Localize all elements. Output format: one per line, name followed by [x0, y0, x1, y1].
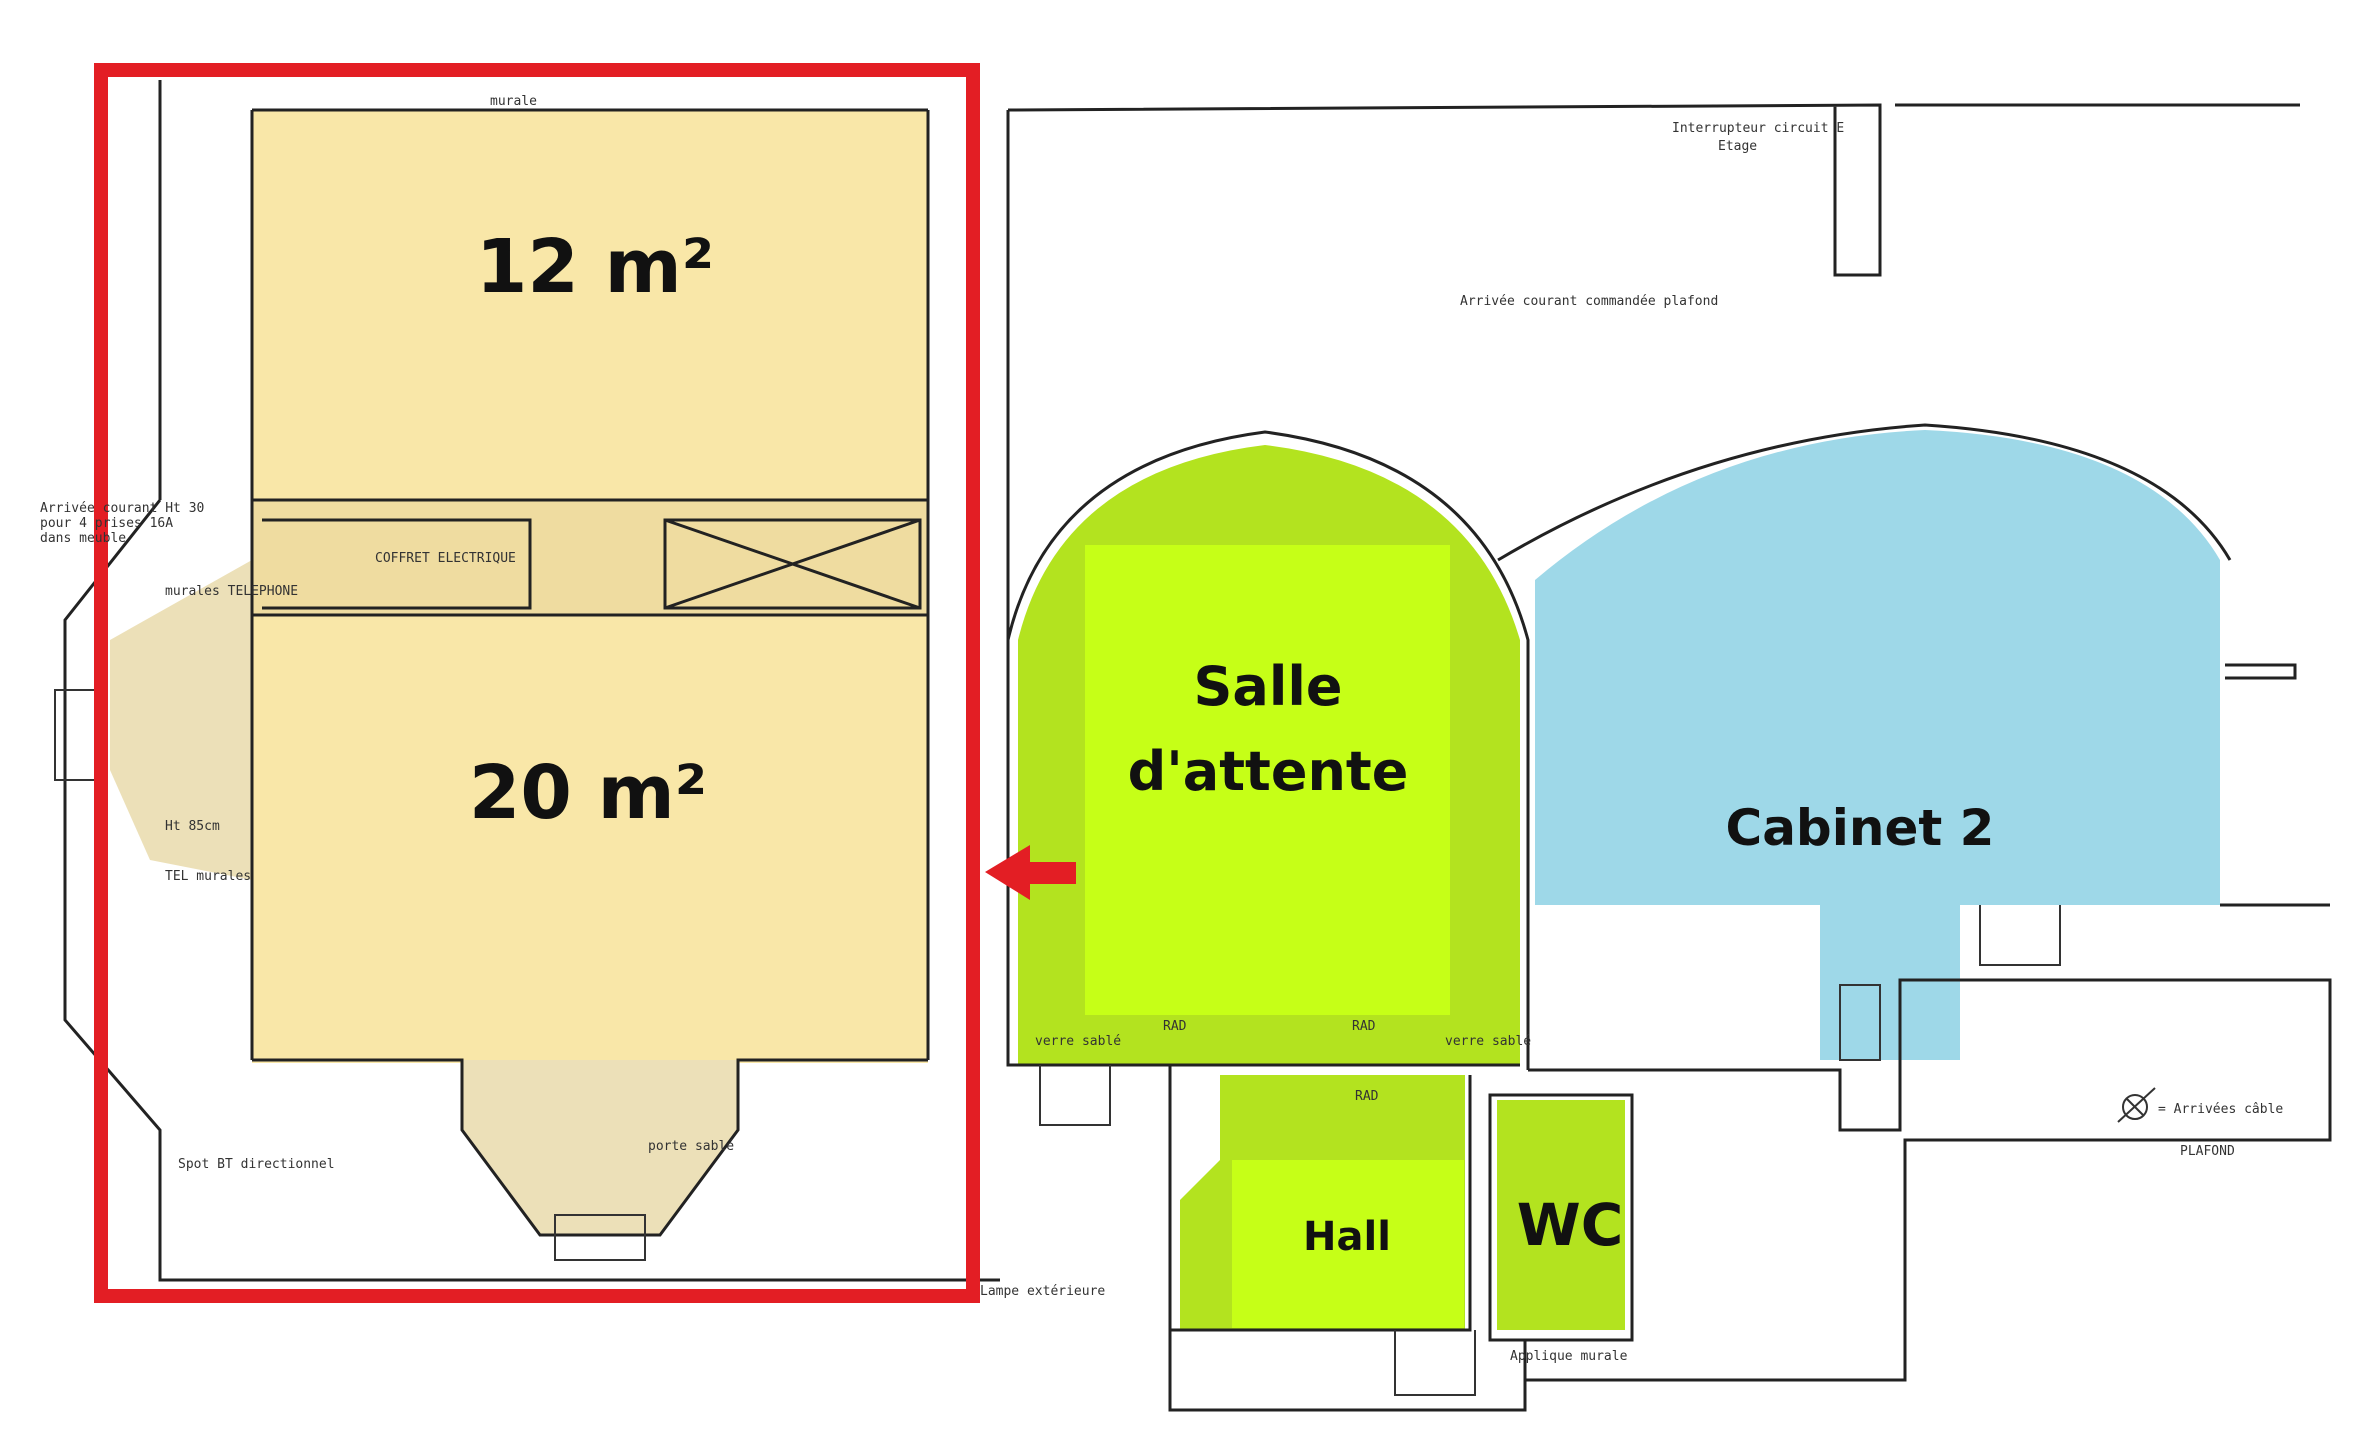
room-20-fill [252, 615, 928, 1063]
room-label-hall: Hall [1303, 1214, 1391, 1260]
note-lampe: Lampe extérieure [980, 1284, 1105, 1299]
room-label-salle-1: Salle [1194, 655, 1343, 718]
cabinet-2-fill [1535, 430, 2220, 1060]
green-zone [1018, 445, 1625, 1330]
note-telephone: murales TELEPHONE [165, 584, 298, 599]
ceiling-cable-symbol-icon [2117, 1087, 2156, 1123]
room-label-wc: WC [1517, 1191, 1624, 1259]
room-label-cabinet-2: Cabinet 2 [1726, 799, 1995, 857]
legend-line-1: = Arrivées câble [2158, 1102, 2283, 1117]
note-coffret: COFFRET ELECTRIQUE [375, 551, 516, 566]
electrical-strip-fill [252, 500, 928, 618]
note-ht85: Ht 85cm [165, 819, 220, 834]
note-interrupteur-2: Etage [1718, 139, 1757, 154]
left-bay-fill [110, 560, 252, 880]
salle-attente-inner [1085, 545, 1450, 1015]
room-label-12: 12 m² [476, 224, 714, 310]
walls [54, 80, 2332, 1412]
note-verre-sable-1: verre sablé [1035, 1034, 1121, 1049]
note-applique: Applique murale [1510, 1349, 1628, 1364]
legend-line-2: PLAFOND [2180, 1144, 2235, 1159]
bottom-bay-fill [462, 1060, 738, 1235]
note-rad-3: RAD [1355, 1089, 1379, 1104]
hall-inner [1232, 1160, 1464, 1328]
note-spot: Spot BT directionnel [178, 1157, 335, 1172]
note-verre-sable-2: verre sablé [1445, 1034, 1531, 1049]
room-label-salle-2: d'attente [1128, 740, 1409, 803]
highlight-frame [94, 63, 980, 1303]
note-tel-murales: TEL murales [165, 869, 251, 884]
room-12-fill [252, 110, 928, 502]
note-arrivee-plafond: Arrivée courant commandée plafond [1460, 294, 1718, 309]
note-rad-1: RAD [1163, 1019, 1187, 1034]
note-porte-sable: porte sablé [648, 1139, 734, 1154]
room-label-20: 20 m² [469, 750, 707, 836]
note-rad-2: RAD [1352, 1019, 1376, 1034]
wc-fill [1497, 1100, 1625, 1330]
note-murale: murale [490, 94, 537, 109]
red-arrow-icon [985, 845, 1076, 900]
note-meuble-2: pour 4 prises 16A [40, 516, 173, 531]
note-interrupteur-1: Interrupteur circuit E [1672, 121, 1844, 136]
note-meuble-3: dans meuble [40, 531, 126, 546]
note-meuble-1: Arrivée courant Ht 30 [40, 501, 204, 516]
